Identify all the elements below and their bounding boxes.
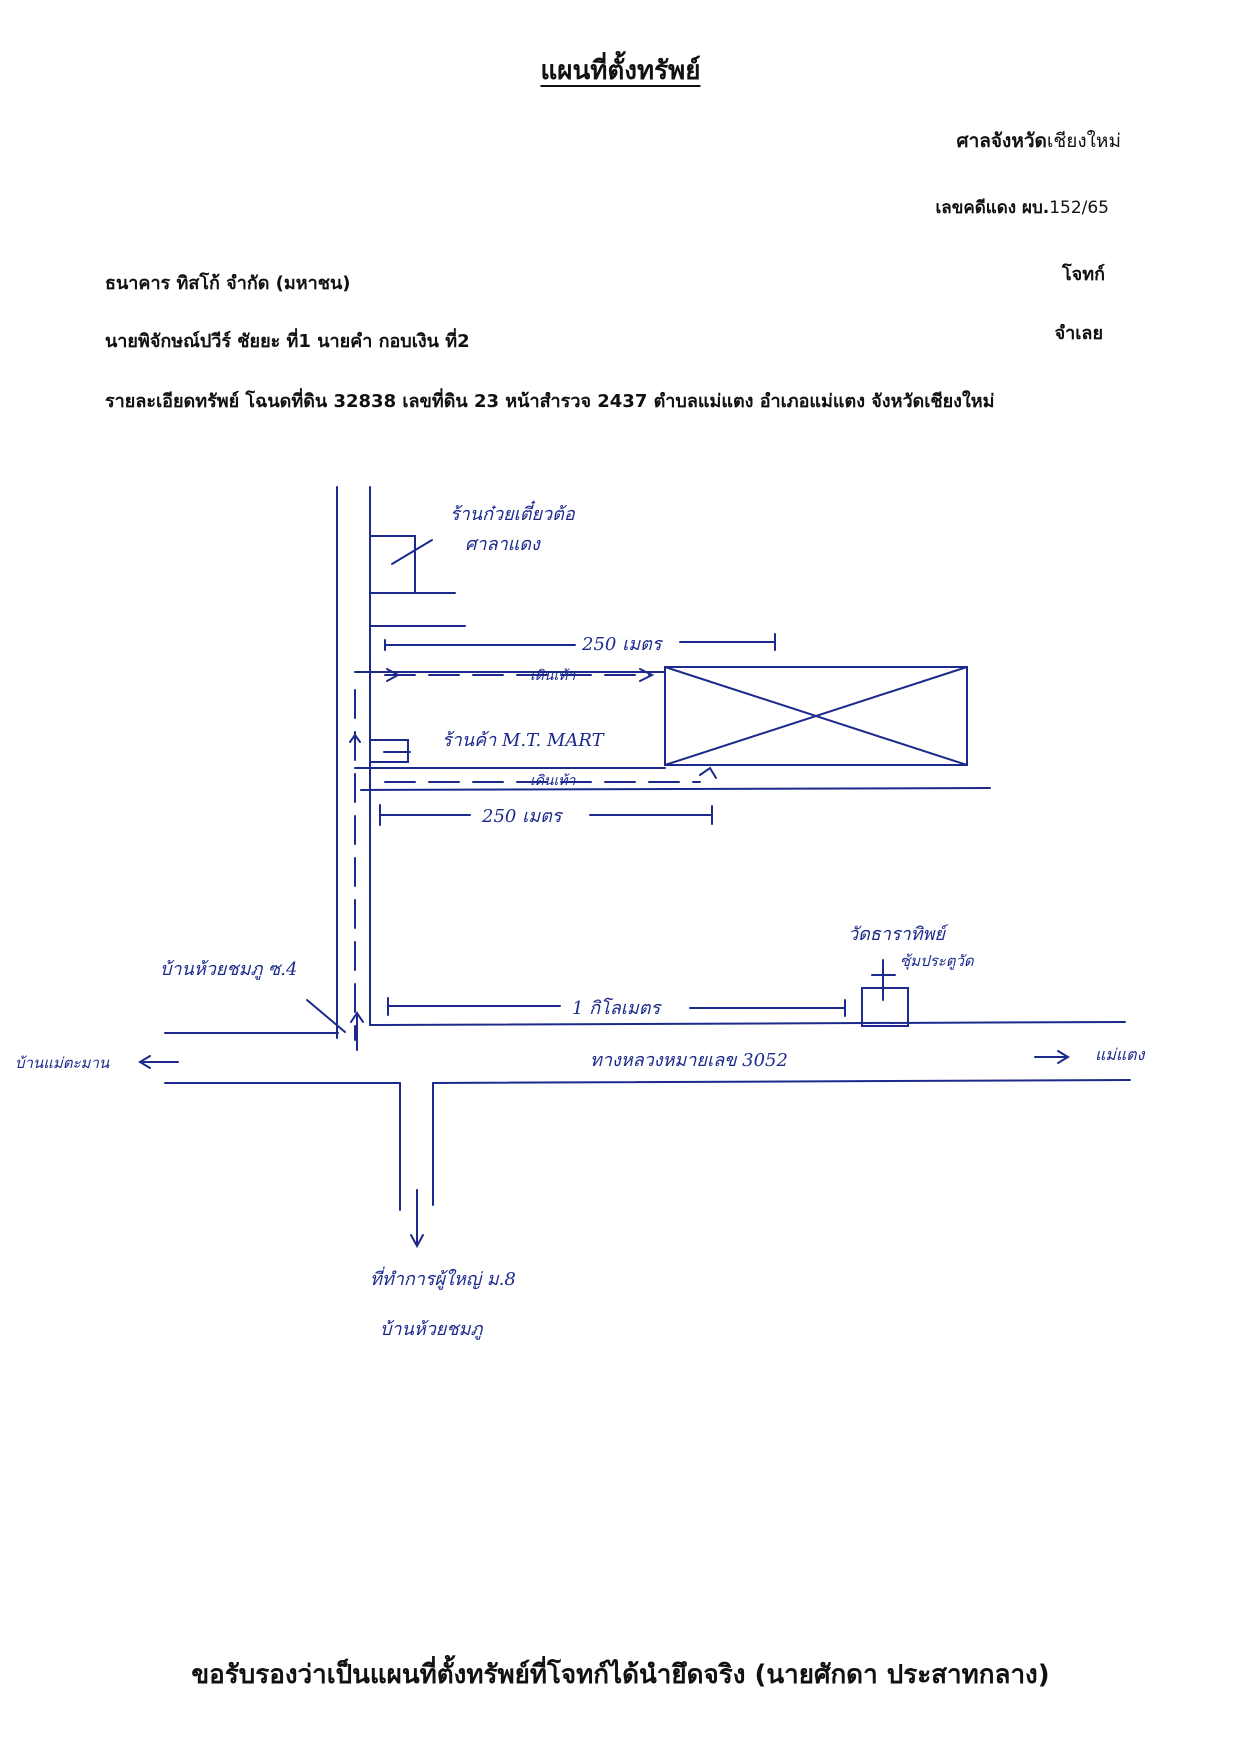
map-label-store: ร้านค้า M.T. MART — [442, 730, 606, 751]
case-number-value: 152/65 — [1049, 198, 1109, 218]
plaintiff-name: ธนาคาร ทิสโก้ จำกัด (มหาชน) — [105, 273, 351, 294]
temple-box — [861, 987, 909, 1027]
map-label-dist-top: 250 เมตร — [581, 634, 664, 655]
defendant-label: จำเลย — [1054, 323, 1103, 344]
south-arrow-head — [410, 1234, 424, 1249]
map-label-walkway-bottom: เดินเท้า — [530, 773, 576, 789]
map-label-top-shop-2: ศาลาแดง — [465, 534, 541, 555]
highway-north-edge-east — [369, 1021, 1126, 1026]
court-province: เชียงใหม่ — [1046, 130, 1121, 152]
certification-text: ขอรับรองว่าเป็นแผนที่ตั้งทรัพย์ที่โจทก์ไ… — [191, 1660, 1050, 1690]
walkway-top-arrow — [639, 668, 655, 682]
lower-lane-line — [360, 787, 991, 791]
walkway-top-arrow-start — [386, 668, 401, 682]
map-label-walkway-top: เดินเท้า — [530, 668, 576, 684]
village-pointer — [306, 999, 346, 1033]
case-number: เลขคดีแดง ผบ.152/65 — [936, 194, 1110, 221]
case-label: เลขคดีแดง ผบ. — [935, 198, 1050, 218]
court-name: ศาลจังหวัดเชียงใหม่ — [957, 126, 1121, 156]
store-arrow-head — [349, 733, 361, 743]
property-parcel — [664, 666, 968, 766]
court-label: ศาลจังหวัด — [956, 130, 1047, 152]
east-arrow-head — [1057, 1050, 1070, 1064]
village-arrow-head — [350, 1011, 364, 1023]
property-detail: รายละเอียดทรัพย์ โฉนดที่ดิน 32838 เลขที่… — [105, 391, 995, 412]
map-label-highway: ทางหลวงหมายเลข 3052 — [590, 1050, 788, 1071]
map-label-village-left: บ้านห้วยชมภู ซ.4 — [160, 959, 297, 980]
defendant-name: นายพิจักษณ์ปวีร์ ชัยยะ ที่1 นายคำ กอบเงิ… — [105, 331, 470, 352]
top-shop-pointer — [391, 539, 433, 565]
map-label-dist-km: 1 กิโลเมตร — [572, 997, 662, 1019]
walkway-bottom-arrow — [699, 766, 717, 779]
page-title: แผนที่ตั้งทรัพย์ — [540, 56, 701, 86]
map-label-dist-bottom: 250 เมตร — [481, 806, 564, 827]
map-label-to-left: บ้านแม่ตะมาน — [15, 1054, 110, 1072]
map-label-south-1: ที่ทำการผู้ใหญ่ ม.8 — [370, 1266, 516, 1290]
parcel-cross-2 — [664, 666, 968, 766]
map-label-to-right: แม่แตง — [1095, 1045, 1146, 1064]
west-arrow-head — [138, 1055, 151, 1069]
top-shop-box — [369, 535, 416, 594]
map-label-temple-2: ซุ้มประตูวัด — [900, 952, 975, 970]
plaintiff-label: โจทก์ — [1062, 264, 1105, 285]
map-label-top-shop-1: ร้านก๋วยเตี๋ยวต้อ — [450, 500, 576, 525]
highway-south-edge-east — [432, 1079, 1131, 1084]
map-label-temple-1: วัดธาราทิพย์ — [848, 924, 949, 945]
map-label-south-2: บ้านห้วยชมภู — [380, 1319, 483, 1340]
